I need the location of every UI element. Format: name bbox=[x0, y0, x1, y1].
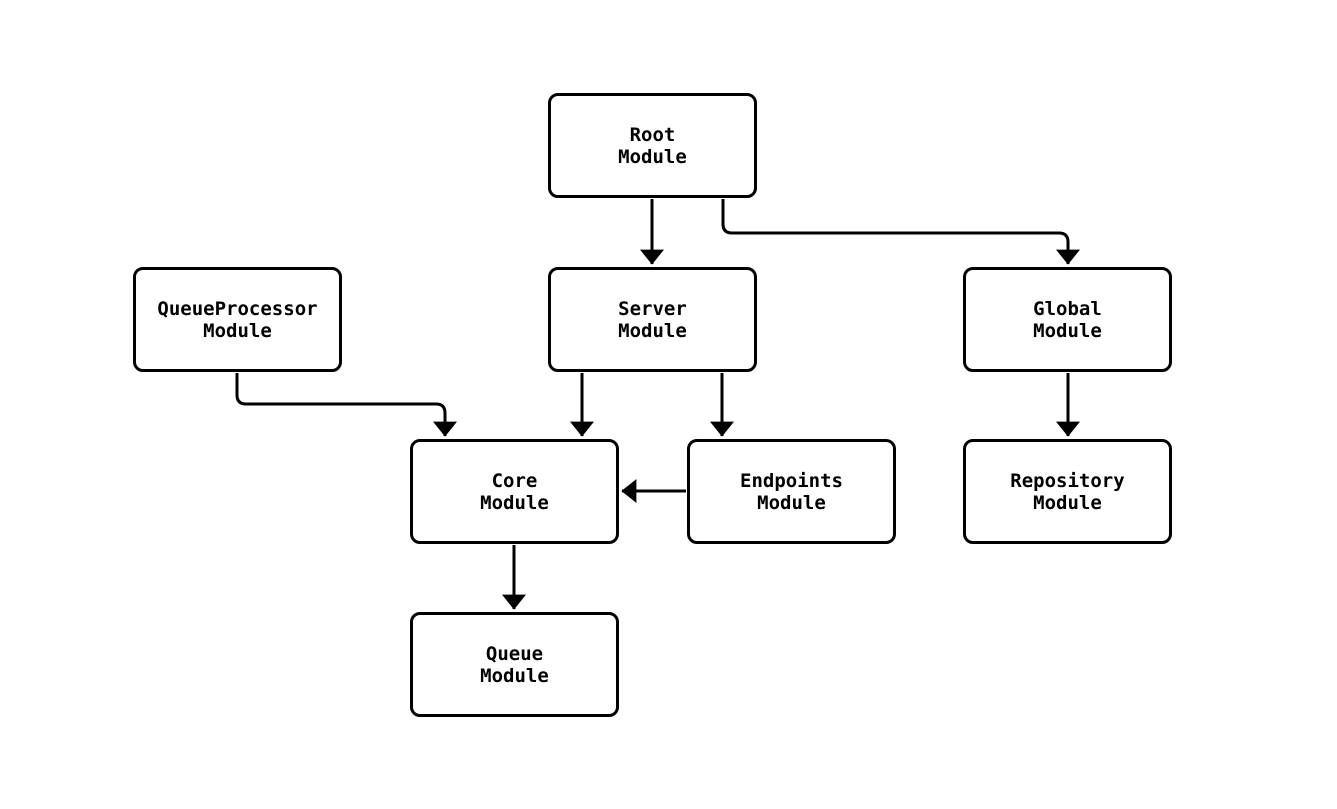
node-global-label-line: Module bbox=[1033, 319, 1102, 342]
node-endpoints-label-line: Module bbox=[757, 491, 826, 514]
edge-root-to-global bbox=[721, 199, 1080, 265]
node-server-label-line: Server bbox=[618, 297, 687, 320]
node-queueprocessor-label-line: Module bbox=[203, 319, 272, 342]
node-core-label-line: Core bbox=[491, 469, 538, 492]
node-server-label-line: Module bbox=[618, 319, 687, 342]
node-core-label-line: Module bbox=[480, 491, 549, 514]
node-global-label-line: Global bbox=[1033, 297, 1102, 320]
node-queueprocessor-label-line: QueueProcessor bbox=[157, 297, 318, 320]
node-endpoints-label-line: Endpoints bbox=[740, 469, 843, 492]
node-queue-label-line: Module bbox=[480, 664, 549, 687]
node-repository-label-line: Module bbox=[1033, 491, 1102, 514]
edges-group bbox=[235, 199, 1080, 610]
node-queue-label-line: Queue bbox=[485, 642, 544, 665]
node-root-label-line: Root bbox=[629, 123, 676, 146]
node-repository-label-line: Repository bbox=[1010, 469, 1125, 492]
node-root-label-line: Module bbox=[618, 145, 687, 168]
edge-queueprocessor-to-core bbox=[235, 373, 457, 437]
